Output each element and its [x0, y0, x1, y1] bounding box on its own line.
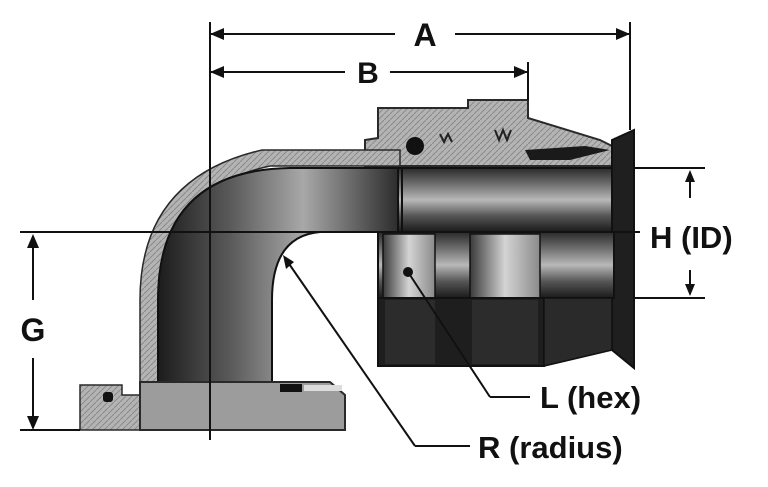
flange-body: [139, 381, 346, 431]
label-h: H (ID): [650, 220, 733, 255]
flange-section: [79, 384, 141, 431]
dot-l: [403, 267, 413, 277]
thread-detail: [439, 127, 512, 145]
arrow-h-bottom: [685, 284, 695, 296]
arrow-a-right: [616, 28, 630, 40]
dimension-lines: [20, 22, 705, 447]
hex-nut-face-2: [469, 233, 541, 301]
tube-straight: [397, 167, 615, 233]
hex-nut-lower-face-2: [472, 300, 538, 364]
tube-flare: [611, 128, 635, 371]
arrowheads: [27, 28, 695, 430]
label-l: L (hex): [540, 380, 641, 415]
leader-r: [284, 257, 416, 447]
label-g: G: [21, 312, 46, 348]
seal-ball: [406, 137, 424, 155]
label-r: R (radius): [478, 430, 623, 465]
arrow-h-top: [685, 170, 695, 182]
arrow-g-top: [27, 234, 39, 248]
arrow-r-head: [283, 255, 294, 269]
arrow-b-left: [210, 66, 224, 78]
elbow-tube: [157, 167, 401, 431]
ferrule: [525, 146, 610, 160]
hex-nut-lower-face: [385, 300, 435, 364]
flange-slot-light: [304, 385, 342, 391]
flange-slot: [280, 384, 302, 392]
flange-oring: [103, 392, 113, 402]
label-b: B: [357, 57, 379, 90]
leader-l: [407, 271, 491, 398]
arrow-g-bottom: [27, 416, 39, 430]
hex-nut-face: [382, 233, 436, 301]
arrow-a-left: [210, 28, 224, 40]
label-a: A: [413, 17, 436, 53]
arrow-b-right: [514, 66, 528, 78]
sleeve-taper: [543, 297, 613, 367]
fitting-body: [79, 99, 635, 431]
